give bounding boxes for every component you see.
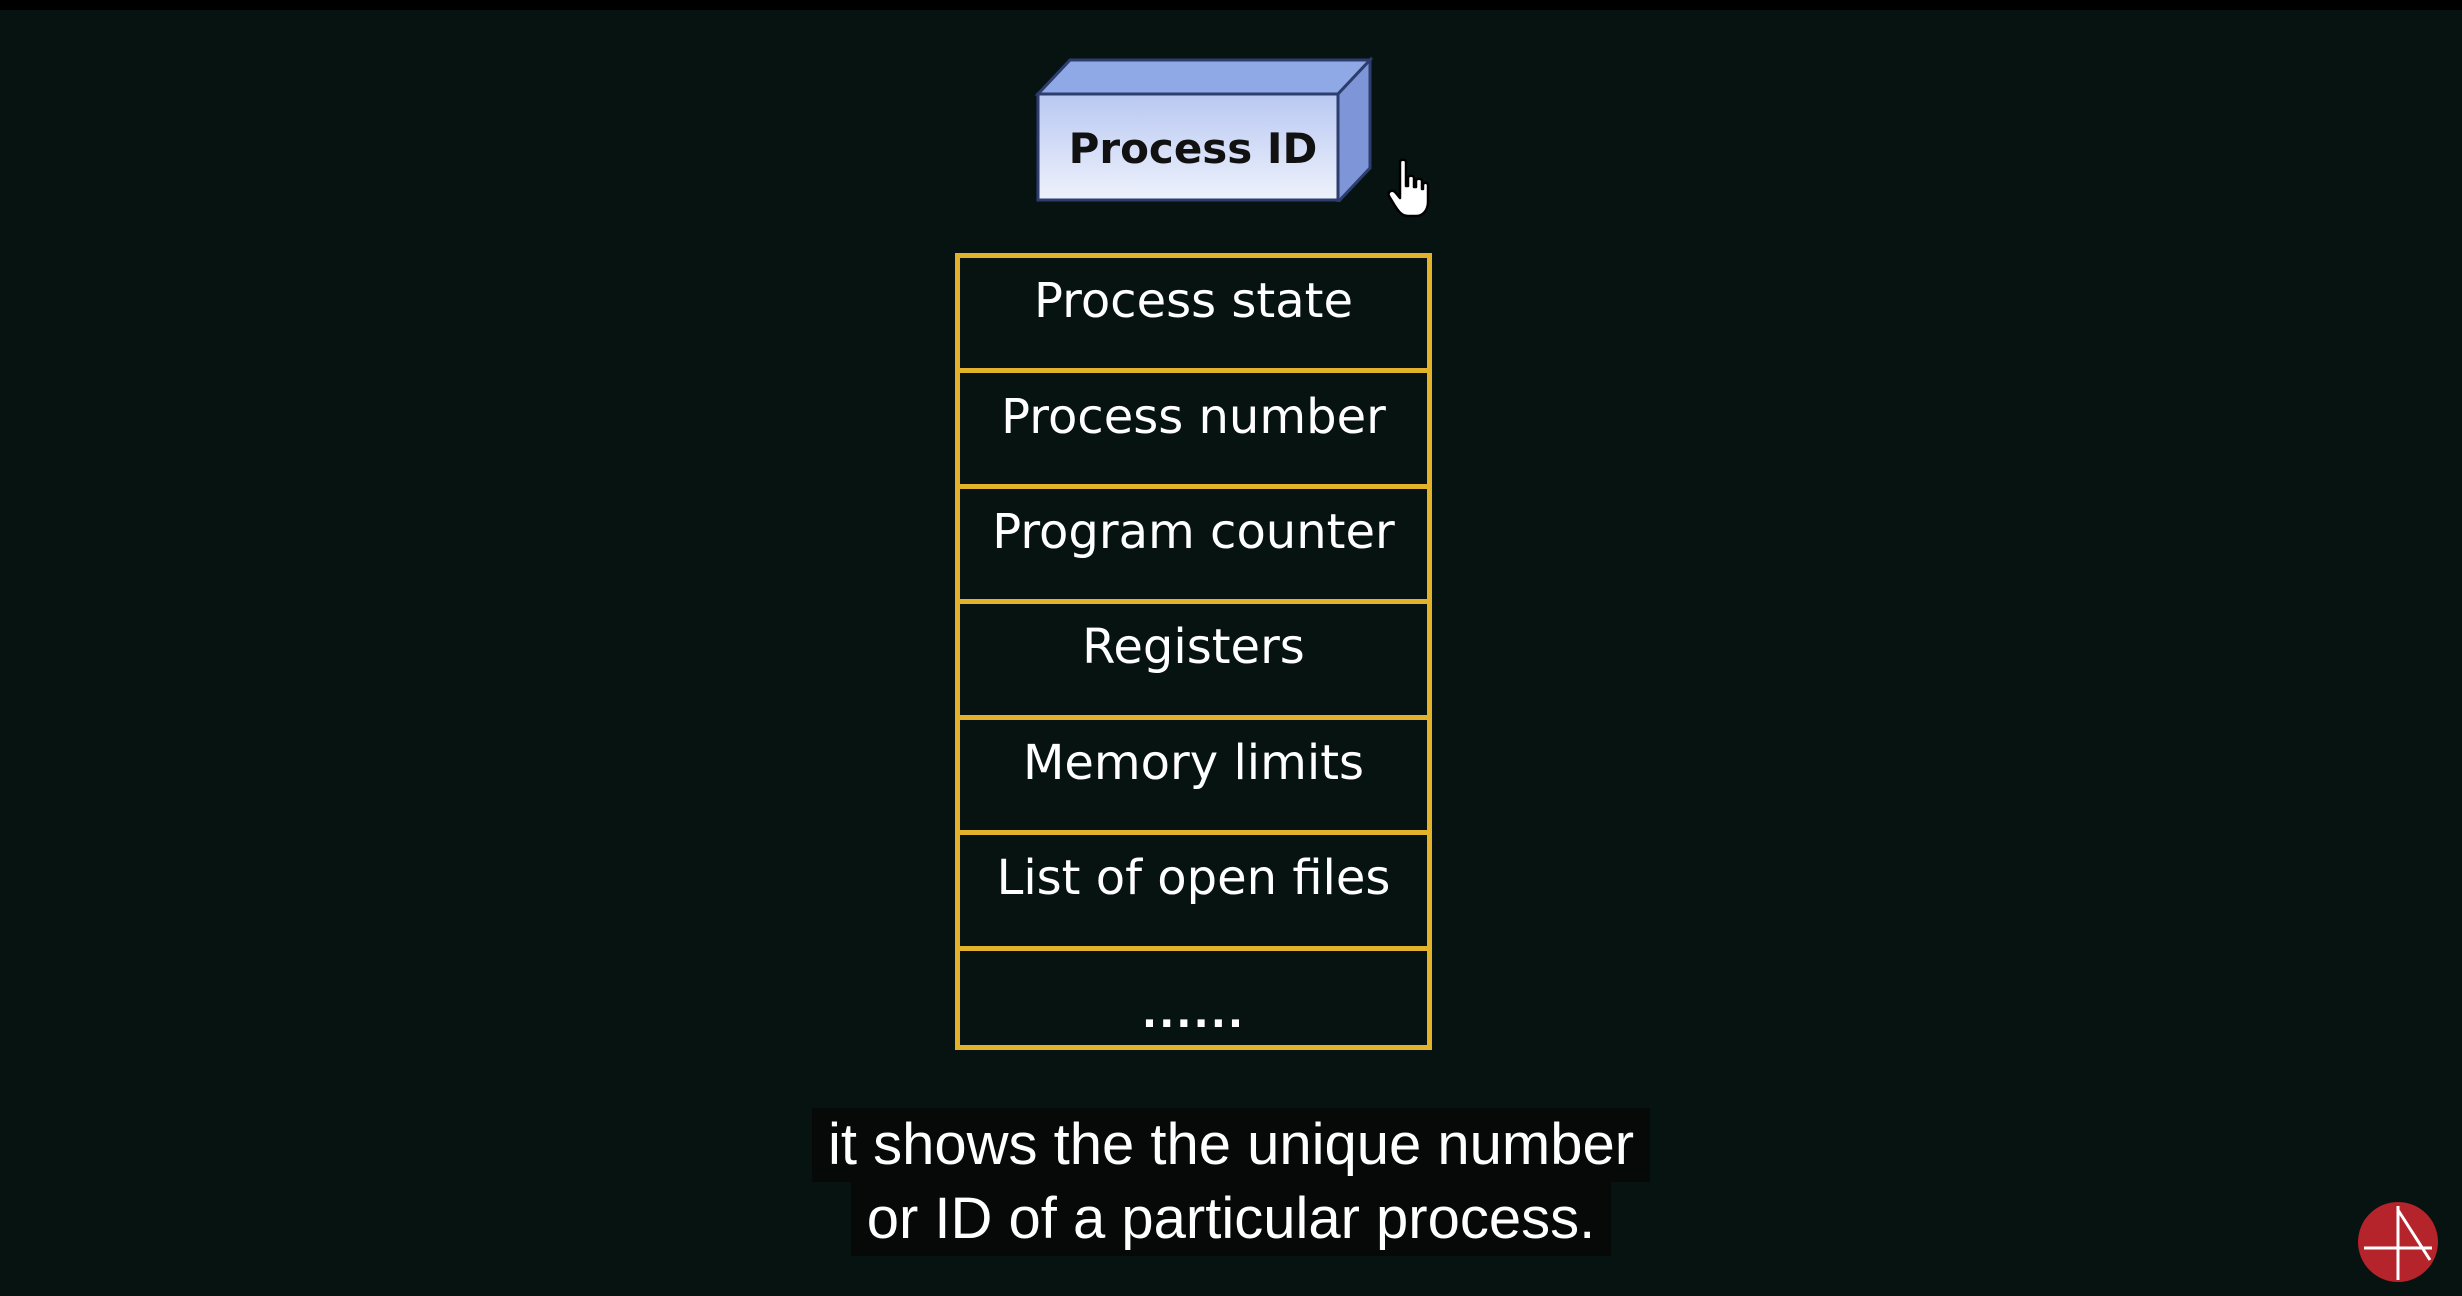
channel-logo-icon[interactable] [2356,1200,2440,1284]
pcb-row-memory-limits: Memory limits [960,720,1427,836]
caption-line-1: it shows the the unique number [811,1108,1651,1182]
pcb-row-process-number: Process number [960,373,1427,489]
box-3d-shape [1034,56,1374,202]
pcb-row-registers: Registers [960,604,1427,720]
hand-pointer-icon [1387,158,1430,218]
pcb-row-ellipsis: ...... [1141,990,1246,1037]
process-id-box: Process ID [1030,52,1380,202]
subtitle-caption: it shows the the unique number or ID of … [0,1108,2462,1256]
process-control-block-table: Process state Process number Program cou… [955,253,1432,1050]
pcb-row-process-state: Process state [960,258,1427,374]
process-id-label: Process ID [1068,123,1318,173]
pcb-row-open-files: List of open files [960,835,1427,951]
top-border [0,0,2462,10]
caption-line-2: or ID of a particular process. [850,1182,1612,1256]
pcb-row-program-counter: Program counter [960,489,1427,605]
